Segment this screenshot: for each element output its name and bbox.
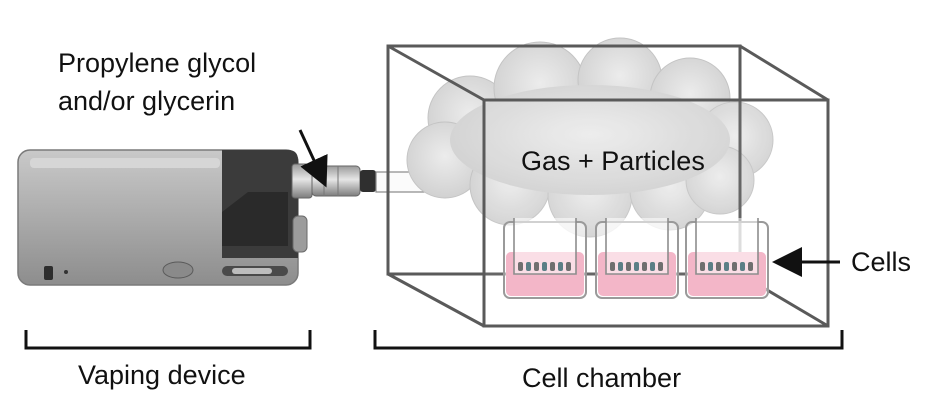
chamber-bracket bbox=[373, 330, 844, 350]
cells-label: Cells bbox=[851, 247, 911, 277]
side-button bbox=[292, 215, 308, 253]
cell bbox=[566, 262, 571, 271]
device-cap-window bbox=[222, 192, 288, 246]
mouthpiece-dark bbox=[360, 170, 376, 192]
cell bbox=[650, 262, 655, 271]
device-body-highlight bbox=[30, 158, 220, 168]
transwell-insert bbox=[513, 218, 577, 275]
liquid-label-line1: Propylene glycol bbox=[58, 48, 256, 78]
cell bbox=[642, 262, 647, 271]
fire-button bbox=[162, 261, 194, 279]
well-insert bbox=[595, 218, 679, 299]
atomizer-collar bbox=[291, 163, 313, 199]
liquid-pointer-line bbox=[298, 129, 328, 188]
cell bbox=[658, 262, 663, 271]
cell bbox=[518, 262, 523, 271]
transwell-insert bbox=[695, 218, 759, 275]
cell bbox=[716, 262, 721, 271]
cell bbox=[618, 262, 623, 271]
cell bbox=[700, 262, 705, 271]
cell-culture-wells bbox=[503, 218, 769, 299]
cell bbox=[550, 262, 555, 271]
liquid-label-line2: and/or glycerin bbox=[58, 86, 235, 116]
cell bbox=[740, 262, 745, 271]
cell bbox=[526, 262, 531, 271]
usb-port bbox=[44, 266, 53, 280]
cell bbox=[534, 262, 539, 271]
cell bbox=[634, 262, 639, 271]
cell bbox=[724, 262, 729, 271]
cell bbox=[748, 262, 753, 271]
cell bbox=[542, 262, 547, 271]
indicator-dot bbox=[64, 270, 68, 274]
vaping-device-label: Vaping device bbox=[78, 360, 246, 390]
cell bbox=[708, 262, 713, 271]
cell bbox=[732, 262, 737, 271]
transwell-insert bbox=[605, 218, 669, 275]
cell bbox=[610, 262, 615, 271]
well-insert bbox=[685, 218, 769, 299]
cell-chamber-label: Cell chamber bbox=[522, 363, 681, 393]
cell bbox=[558, 262, 563, 271]
slider-knob bbox=[232, 268, 272, 274]
well-insert bbox=[503, 218, 587, 299]
vaping-device bbox=[17, 149, 429, 286]
cell bbox=[626, 262, 631, 271]
device-bracket bbox=[24, 330, 312, 350]
gas-particles-label: Gas + Particles bbox=[521, 146, 705, 176]
